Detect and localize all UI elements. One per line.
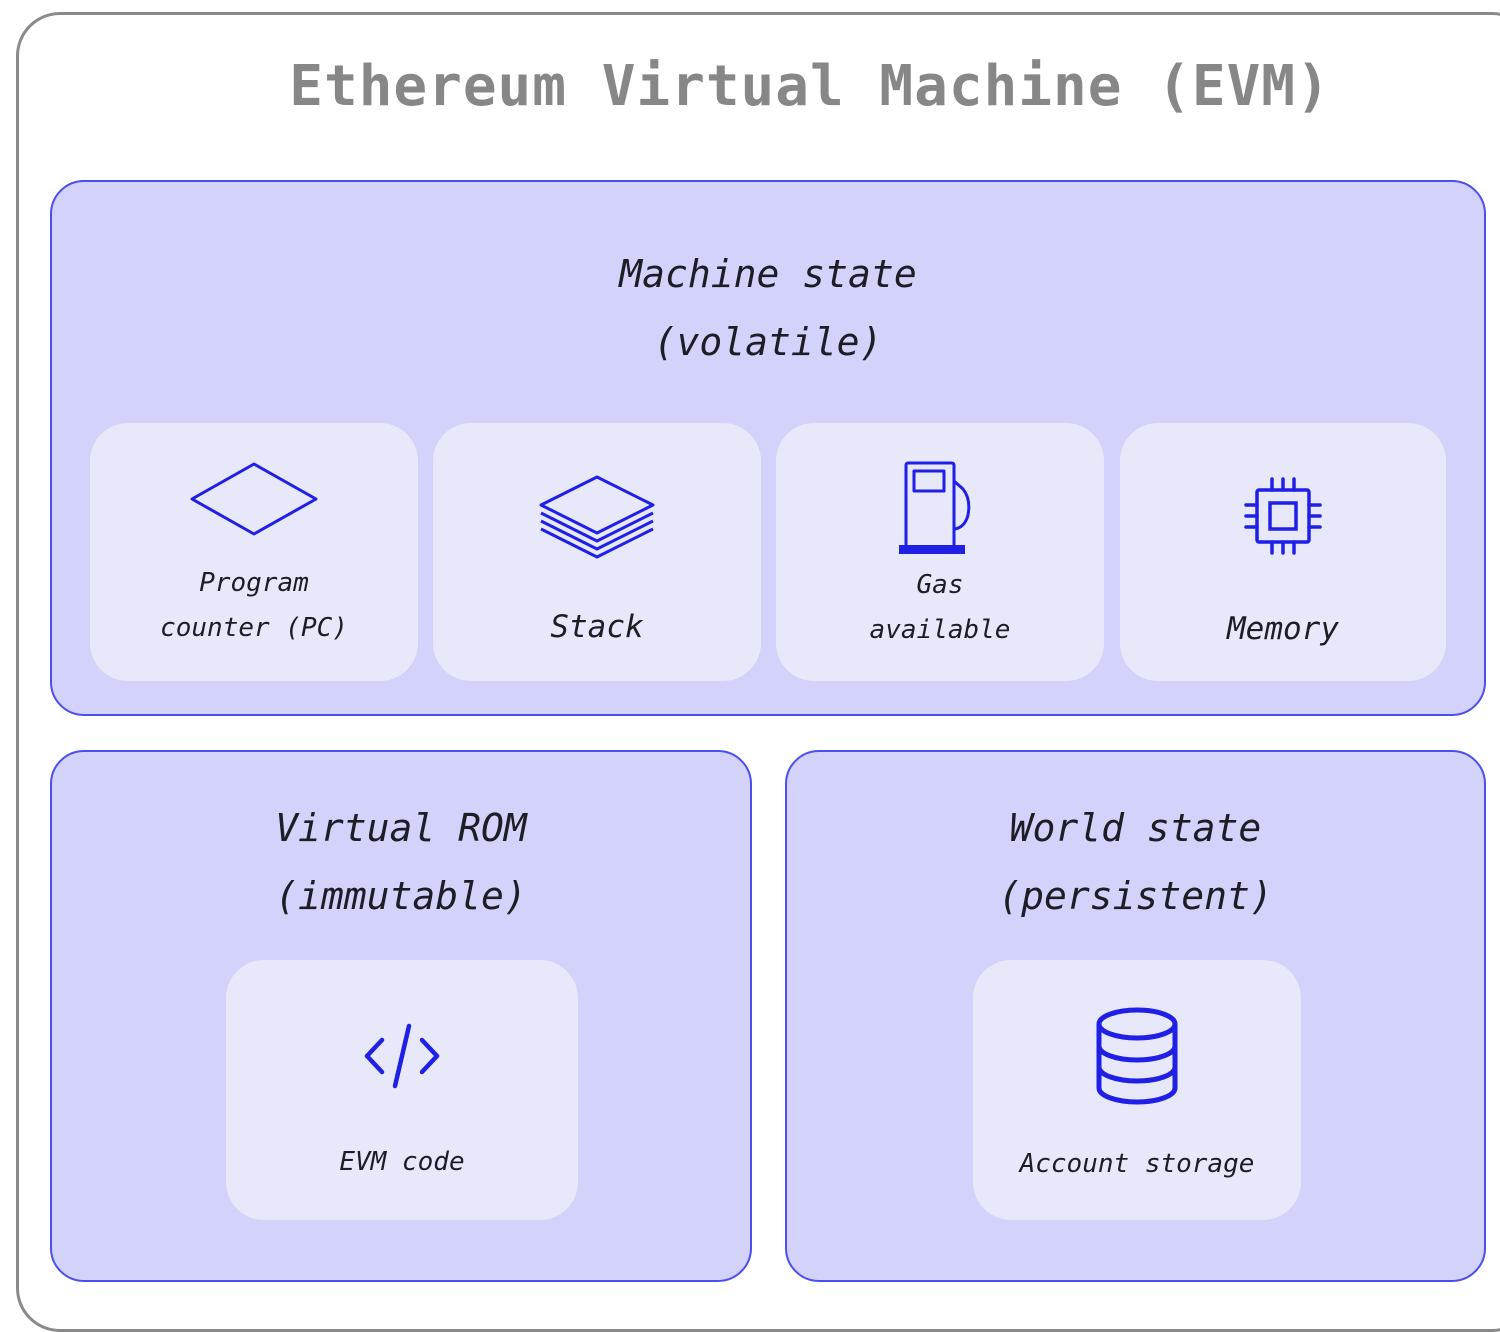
world-state-panel: World state (persistent) Account storage bbox=[785, 750, 1486, 1282]
program-counter-label: Program counter (PC) bbox=[90, 561, 418, 651]
chip-icon bbox=[1244, 477, 1322, 555]
gas-available-label: Gas available bbox=[776, 563, 1104, 653]
memory-label: Memory bbox=[1227, 611, 1339, 647]
code-icon bbox=[364, 1023, 440, 1089]
machine-state-panel: Machine state (volatile) Program counter… bbox=[50, 180, 1486, 716]
world-state-heading-line1: World state bbox=[1009, 806, 1262, 850]
virtual-rom-heading: Virtual ROM (immutable) bbox=[52, 794, 750, 930]
diamond-icon bbox=[190, 462, 318, 536]
stack-label: Stack bbox=[550, 609, 644, 645]
gas-pump-icon bbox=[899, 461, 971, 554]
world-state-heading: World state (persistent) bbox=[787, 794, 1484, 930]
evm-code-card: EVM code bbox=[226, 960, 578, 1220]
gas-available-label-line2: available bbox=[869, 615, 1011, 645]
virtual-rom-panel: Virtual ROM (immutable) EVM code bbox=[50, 750, 752, 1282]
virtual-rom-heading-line1: Virtual ROM bbox=[275, 806, 527, 850]
world-state-heading-line2: (persistent) bbox=[998, 874, 1273, 918]
program-counter-label-line2: counter (PC) bbox=[160, 613, 348, 643]
layers-icon bbox=[539, 475, 655, 559]
account-storage-card: Account storage bbox=[973, 960, 1301, 1220]
account-storage-label: Account storage bbox=[1019, 1149, 1255, 1179]
gas-available-label-line1: Gas bbox=[916, 570, 964, 600]
evm-code-label: EVM code bbox=[339, 1147, 465, 1177]
memory-card: Memory bbox=[1120, 423, 1446, 681]
database-icon bbox=[1096, 1007, 1178, 1105]
machine-state-heading-line1: Machine state bbox=[619, 252, 917, 296]
machine-state-heading: Machine state (volatile) bbox=[52, 240, 1484, 376]
diagram-title: Ethereum Virtual Machine (EVM) bbox=[289, 54, 1331, 119]
program-counter-label-line1: Program bbox=[199, 568, 309, 598]
program-counter-card: Program counter (PC) bbox=[90, 423, 418, 681]
gas-available-card: Gas available bbox=[776, 423, 1104, 681]
stack-card: Stack bbox=[433, 423, 761, 681]
virtual-rom-heading-line2: (immutable) bbox=[275, 874, 527, 918]
machine-state-heading-line2: (volatile) bbox=[653, 320, 883, 364]
